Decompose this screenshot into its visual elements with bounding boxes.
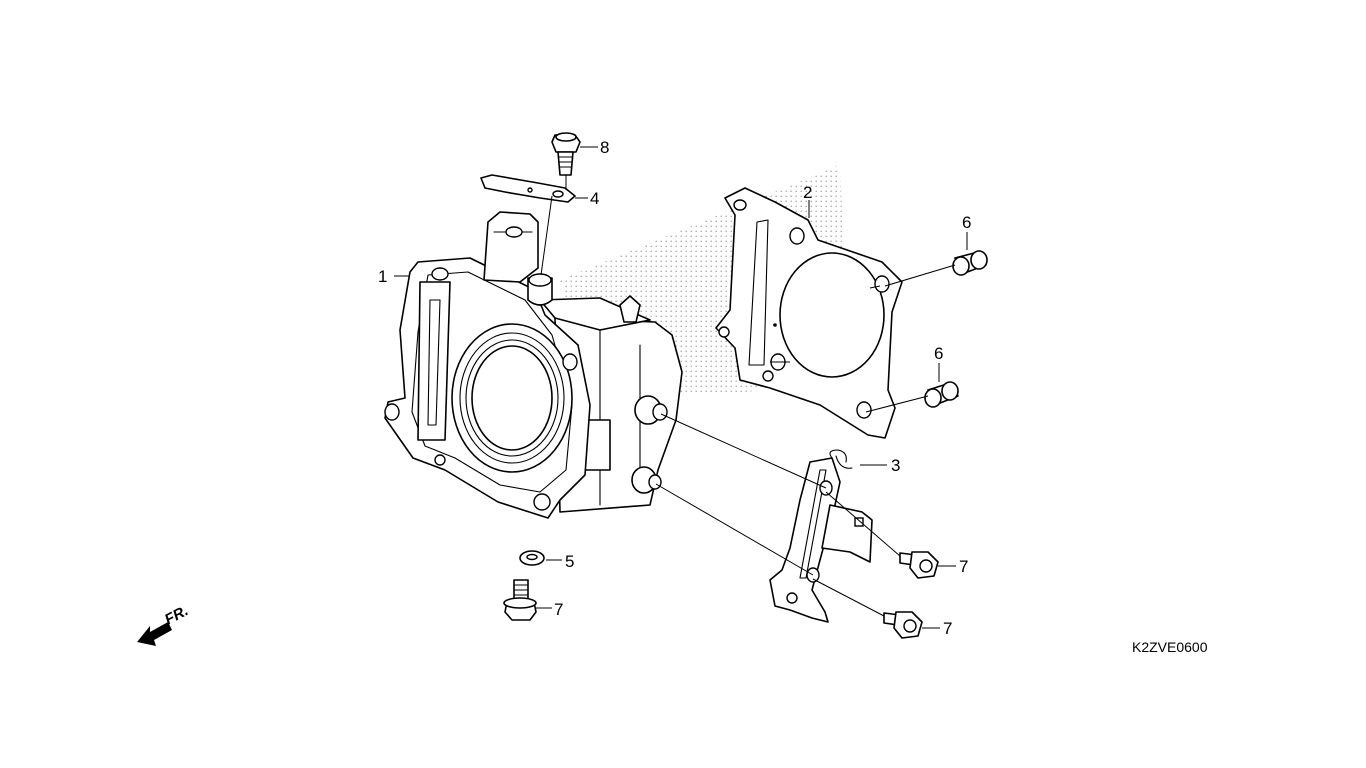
- bolt-bracket-lower-part[interactable]: [883, 611, 923, 639]
- callout-7-upper-right: 7: [959, 557, 968, 576]
- stay-plate-part[interactable]: [480, 174, 576, 203]
- callout-4: 4: [590, 189, 599, 208]
- callout-7-lower-right: 7: [943, 619, 952, 638]
- callout-3: 3: [891, 456, 900, 475]
- callout-1: 1: [378, 267, 387, 286]
- dowel-pin-lower-part[interactable]: [924, 381, 959, 408]
- callout-2: 2: [803, 183, 812, 202]
- dowel-pin-upper-part[interactable]: [952, 250, 988, 276]
- callout-7-left: 7: [554, 600, 563, 619]
- leader-lines: [394, 146, 968, 629]
- callout-8: 8: [600, 138, 609, 157]
- bolt-lower-left-part[interactable]: [503, 579, 537, 621]
- callout-5: 5: [565, 552, 574, 571]
- front-direction-arrow-icon: [137, 622, 172, 646]
- bolt-bracket-upper-part[interactable]: [899, 551, 939, 579]
- bracket-part[interactable]: [769, 449, 873, 623]
- callout-6-upper: 6: [962, 213, 971, 232]
- diagram-reference-code: K2ZVE0600: [1132, 639, 1208, 655]
- bolt-top-part[interactable]: [551, 132, 581, 176]
- cylinder-gasket-part[interactable]: [715, 187, 903, 439]
- callout-6-lower: 6: [934, 344, 943, 363]
- cylinder-part[interactable]: [384, 211, 683, 519]
- washer-part[interactable]: [519, 550, 545, 566]
